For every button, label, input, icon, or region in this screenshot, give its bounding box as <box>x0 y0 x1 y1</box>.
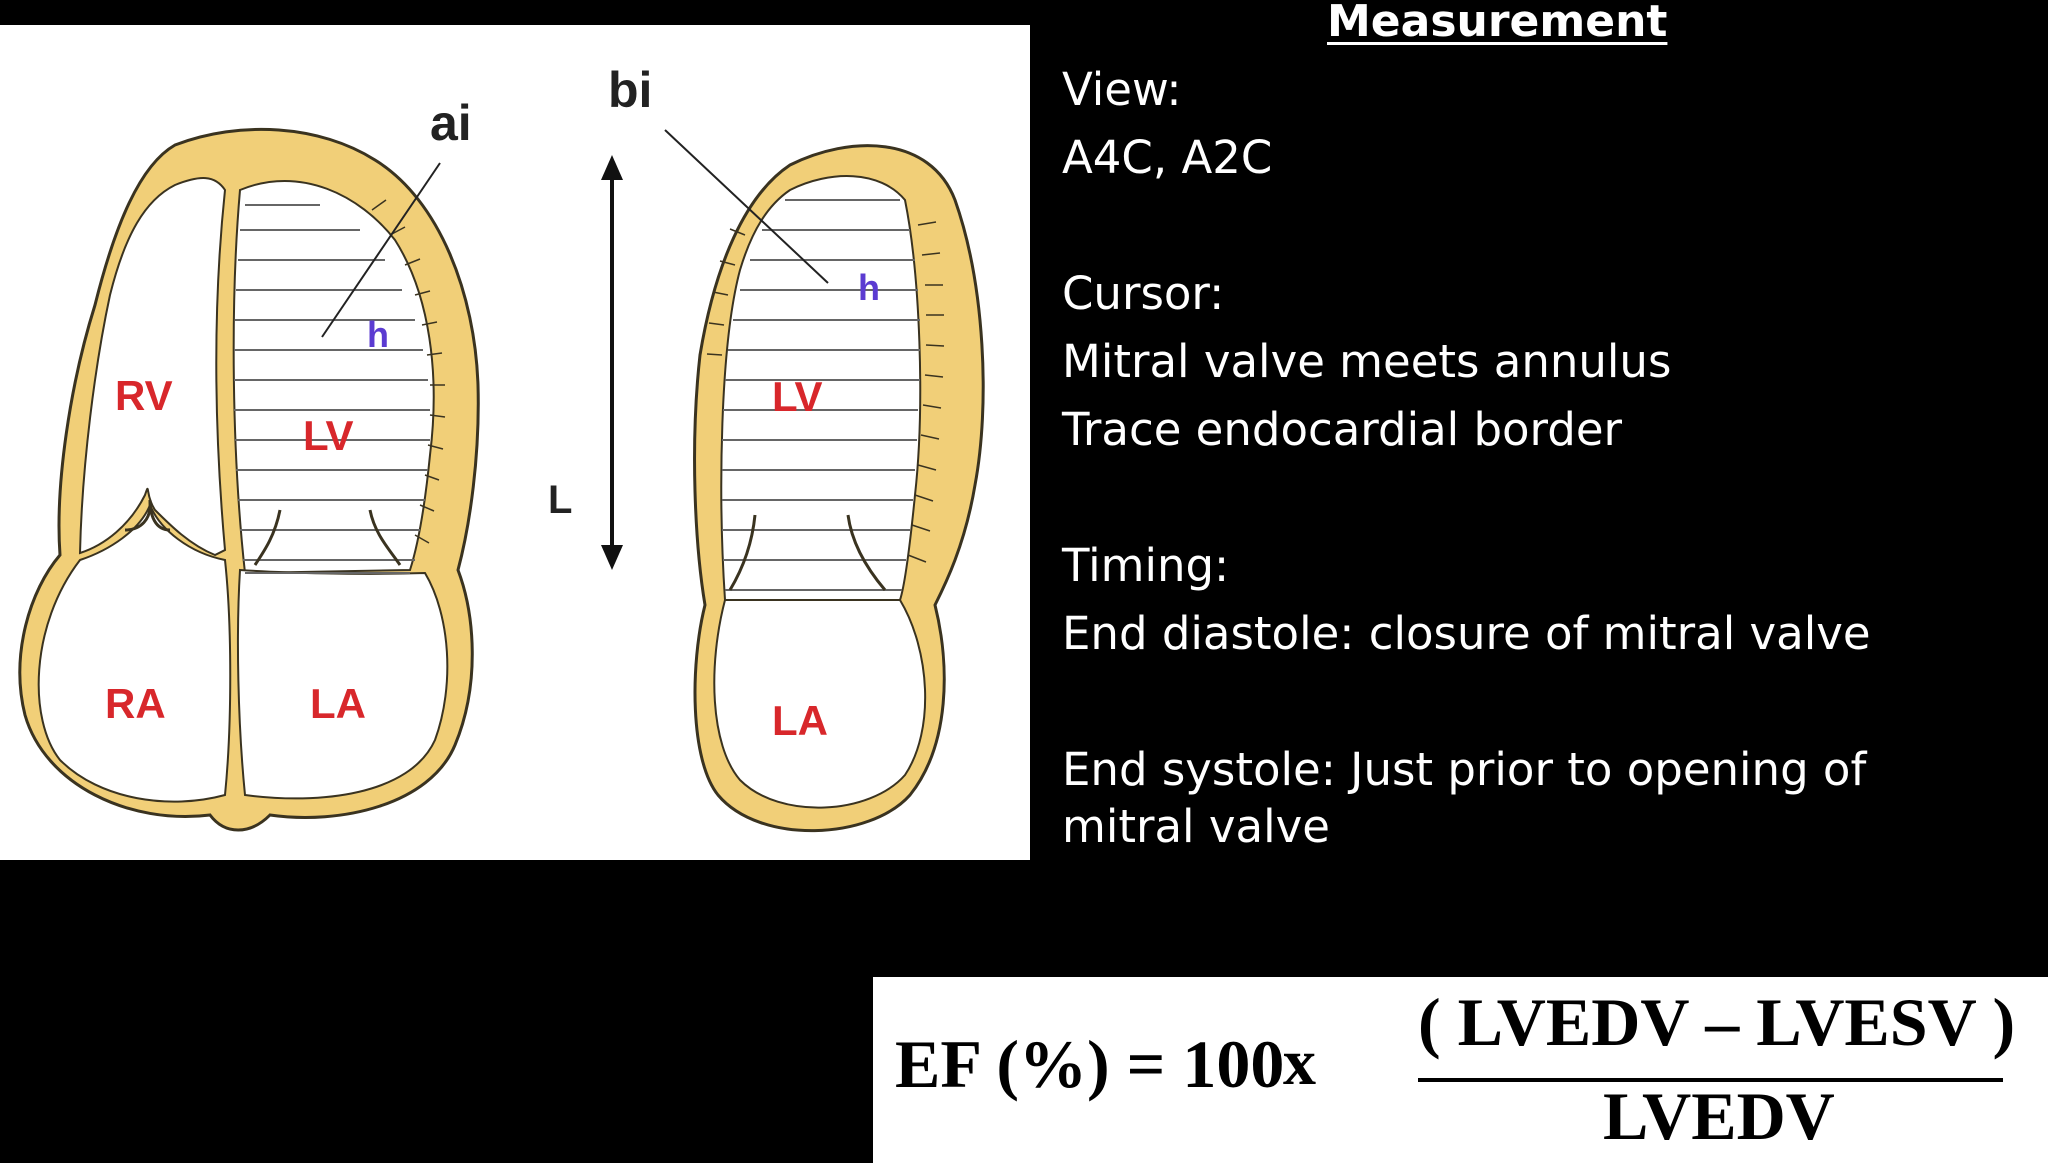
bi-label: bi <box>608 62 652 118</box>
a4c-heart: ai h RV LV RA LA <box>18 95 480 832</box>
ai-leader-line <box>321 162 441 338</box>
a4c-wall-hatching <box>371 199 446 544</box>
a2c-wall-hatching <box>706 221 945 563</box>
timing-line-2a: End systole: Just prior to opening of <box>1062 743 1867 796</box>
la-label-a4c: LA <box>310 680 366 727</box>
a2c-disks <box>722 199 920 591</box>
view-value: A4C, A2C <box>1062 131 1273 184</box>
ef-formula-lhs: EF (%) = 100 <box>895 1026 1285 1102</box>
rv-cavity <box>78 177 227 557</box>
a4c-valves <box>124 499 402 566</box>
ef-formula-denominator: LVEDV <box>1603 1078 1835 1154</box>
lv-label-a2c: LV <box>772 373 823 420</box>
ra-label: RA <box>105 680 166 727</box>
ef-formula-times: x <box>1283 1026 1316 1099</box>
simpson-biplane-diagram: ai h RV LV RA LA L <box>18 62 985 833</box>
l-label: L <box>548 478 572 522</box>
a2c-valves <box>728 514 887 591</box>
a4c-disks <box>234 204 430 574</box>
ef-fraction-bar <box>1418 1078 2003 1082</box>
la-cavity-a2c <box>713 599 927 809</box>
lv-cavity-a2c <box>720 175 922 601</box>
cursor-label: Cursor: <box>1062 267 1225 320</box>
h-label-a2c: h <box>858 267 880 308</box>
ef-formula: EF (%) = 100 x ( LVEDV – LVESV ) LVEDV <box>873 977 2048 1163</box>
lv-label-a4c: LV <box>303 412 354 459</box>
ai-label: ai <box>430 95 472 151</box>
length-arrow: L <box>548 155 623 570</box>
a2c-heart: bi h LV LA <box>608 62 985 833</box>
view-label: View: <box>1062 63 1182 116</box>
timing-line-1: End diastole: closure of mitral valve <box>1062 607 1871 660</box>
bi-leader-line <box>664 129 829 284</box>
measurement-heading: Measurement <box>1327 0 1668 47</box>
timing-line-2b: mitral valve <box>1062 800 1330 853</box>
h-label-a4c: h <box>367 314 389 355</box>
la-label-a2c: LA <box>772 697 828 744</box>
ef-formula-numerator: ( LVEDV – LVESV ) <box>1418 984 2016 1060</box>
rv-label: RV <box>115 372 173 419</box>
cursor-line-1: Mitral valve meets annulus <box>1062 335 1672 388</box>
lv-cavity-a4c <box>232 180 435 575</box>
heart-diagram-panel: ai h RV LV RA LA L <box>0 25 1030 860</box>
cursor-line-2: Trace endocardial border <box>1062 403 1623 456</box>
measurement-text-panel: Measurement View: A4C, A2C Cursor: Mitra… <box>1062 0 2022 870</box>
timing-label: Timing: <box>1062 539 1230 592</box>
